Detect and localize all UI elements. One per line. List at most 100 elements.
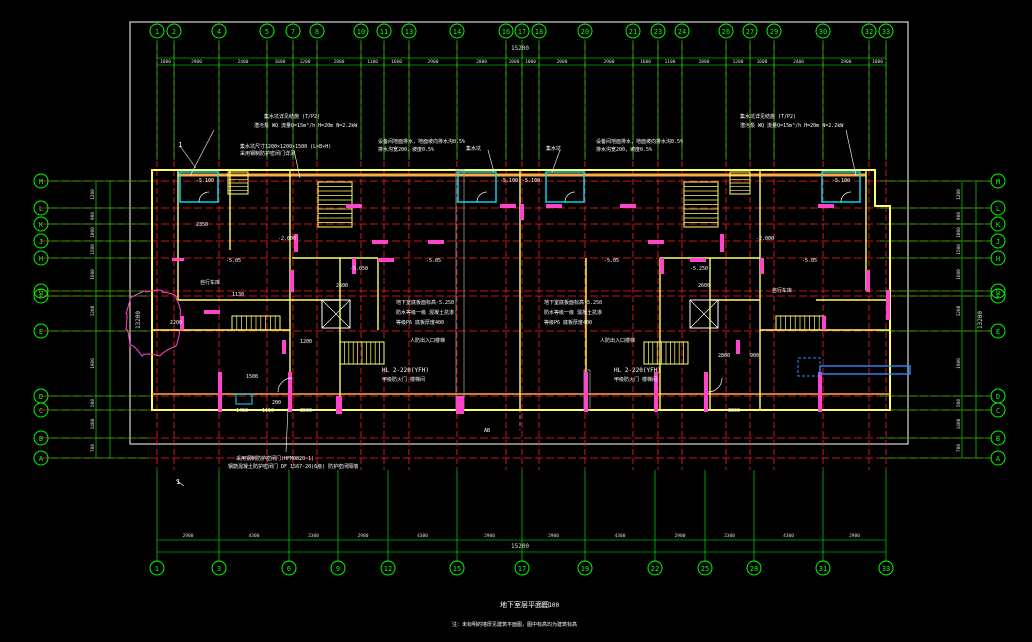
door-swing: [840, 191, 852, 203]
column: [218, 372, 222, 412]
entrance-ramp: [819, 365, 911, 375]
column: [886, 290, 890, 320]
dim-2200: 2200: [170, 320, 182, 326]
dim-text-bottom: 2300: [724, 533, 735, 539]
dim-text-bottom: 2900: [183, 533, 194, 539]
column: [520, 204, 524, 220]
pit-right-label: 集水坑: [546, 145, 561, 152]
drawing-note: 注：未标明的墙厚见建筑平面图，图中标高均为建筑标高: [452, 621, 577, 628]
dim-1450: 1450: [236, 408, 248, 414]
column: [428, 240, 444, 244]
column: [620, 204, 636, 208]
note-top-left-1: 集水坑详见结施 (T/P2): [264, 113, 320, 120]
axis-label-row: M: [39, 178, 43, 186]
axis-bubble-bottom: [281, 560, 297, 576]
axis-bubble-top: [674, 23, 690, 39]
axis-bubble-row: [990, 323, 1006, 339]
axis-label-top: 10: [357, 28, 365, 36]
bottom-note-1: 采用钢制防护密闭门(HFM0820-1): [236, 455, 314, 462]
axis-label-top: 16: [502, 28, 510, 36]
axis-label-top: 5: [265, 28, 269, 36]
dim-text-top: 2800: [699, 59, 710, 65]
leader-line: [189, 129, 215, 177]
axis-bubble-row: [33, 233, 49, 249]
axis-bubble-bottom: [815, 560, 831, 576]
axis-bubble-bottom: [330, 560, 346, 576]
axis-label-bottom: 25: [701, 565, 709, 573]
axis-bubble-bottom: [514, 560, 530, 576]
axis-bubble-row: [33, 402, 49, 418]
room-left-label: 自行车库: [200, 279, 220, 286]
axis-label-top: 20: [581, 28, 589, 36]
dim-text-top: 1200: [733, 59, 744, 65]
axis-bubble-bottom: [577, 560, 593, 576]
axis-bubble-top: [766, 23, 782, 39]
axis-label-bottom: 28: [750, 565, 758, 573]
column: [822, 316, 826, 330]
sheet-frame: [129, 21, 909, 445]
axis-bubble-top: [211, 23, 227, 39]
axis-label-row: G: [996, 288, 1000, 296]
axis-bubble-bottom: [449, 560, 465, 576]
axis-label-top: 30: [819, 28, 827, 36]
dim-text-bottom: 4300: [249, 533, 260, 539]
dim-text-bottom: 4300: [615, 533, 626, 539]
column: [866, 270, 870, 292]
axis-label-row: H: [996, 255, 1000, 263]
dim-text-right: 700: [956, 444, 962, 452]
drawing-scale: 1:100: [541, 602, 559, 609]
axis-label-top: 23: [654, 28, 662, 36]
elev-j: -5.250: [690, 266, 708, 272]
dim-text-right: 1200: [956, 305, 962, 316]
dim-text-left: 500: [90, 399, 96, 407]
column: [690, 258, 706, 262]
door-swing: [476, 191, 488, 203]
axis-label-row: L: [39, 205, 43, 213]
leader-line: [845, 129, 857, 177]
axis-bubble-top: [815, 23, 831, 39]
revision-cloud: [125, 289, 182, 357]
axis-bubble-top: [149, 23, 165, 39]
axis-bubble-top: [259, 23, 275, 39]
note-center-right-3: 等级P6 底板厚度400: [544, 319, 592, 326]
column: [704, 372, 708, 412]
axis-label-top: 21: [629, 28, 637, 36]
dim-text-top: 2900: [191, 59, 202, 65]
axis-bubble-top: [401, 23, 417, 39]
dim-text-bottom: 2900: [849, 533, 860, 539]
dim-text-top: 1000: [872, 59, 883, 65]
dim-text-left: 1600: [90, 269, 96, 280]
dim-text-right: 500: [956, 399, 962, 407]
pit-left-label: 集水坑: [466, 145, 481, 152]
axis-label-row: F: [996, 293, 1000, 301]
axis-label-row: E: [39, 328, 43, 336]
axis-label-row: K: [996, 221, 1001, 229]
note-top-right-2: 潜污泵 WQ 流量Q=15m³/h H=20m N=2.2kW: [740, 122, 844, 129]
dim-2600: 2600: [336, 283, 348, 289]
dim-text-right: 1500: [956, 244, 962, 255]
bottom-note-2: 钢筋混凝土防护密闭门 DF 1567-20(6级) 防护密闭隔墙: [228, 463, 358, 470]
dim-text-right: 1600: [956, 269, 962, 280]
axis-label-bottom: 17: [518, 565, 526, 573]
note-center-right-1: 地下室底板面标高-5.250: [544, 299, 602, 306]
stair-door-right-2: 甲级防火门 楼梯间: [614, 376, 657, 383]
dim-2350: 2350: [196, 222, 208, 228]
axis-bubble-top: [742, 23, 758, 39]
dim-text-top: 1000: [509, 59, 520, 65]
columns: [172, 204, 890, 414]
elev-i: -5.050: [350, 266, 368, 272]
column: [352, 258, 356, 274]
axis-bubble-row: [990, 233, 1006, 249]
section-mark-top: 1: [178, 141, 182, 149]
axis-bubble-row: [990, 430, 1006, 446]
note-mid-left-2: 排水沟宽200，坡度0.5%: [378, 146, 434, 153]
axis-bubble-bottom: [697, 560, 713, 576]
dim-text-bottom: 2900: [484, 533, 495, 539]
elev-g: -5.05: [604, 258, 619, 264]
axis-label-top: 24: [678, 28, 686, 36]
dim-900: 900: [750, 353, 759, 359]
column: [172, 258, 184, 261]
axis-label-row: M: [996, 178, 1000, 186]
dim-text-top: 2400: [793, 59, 804, 65]
